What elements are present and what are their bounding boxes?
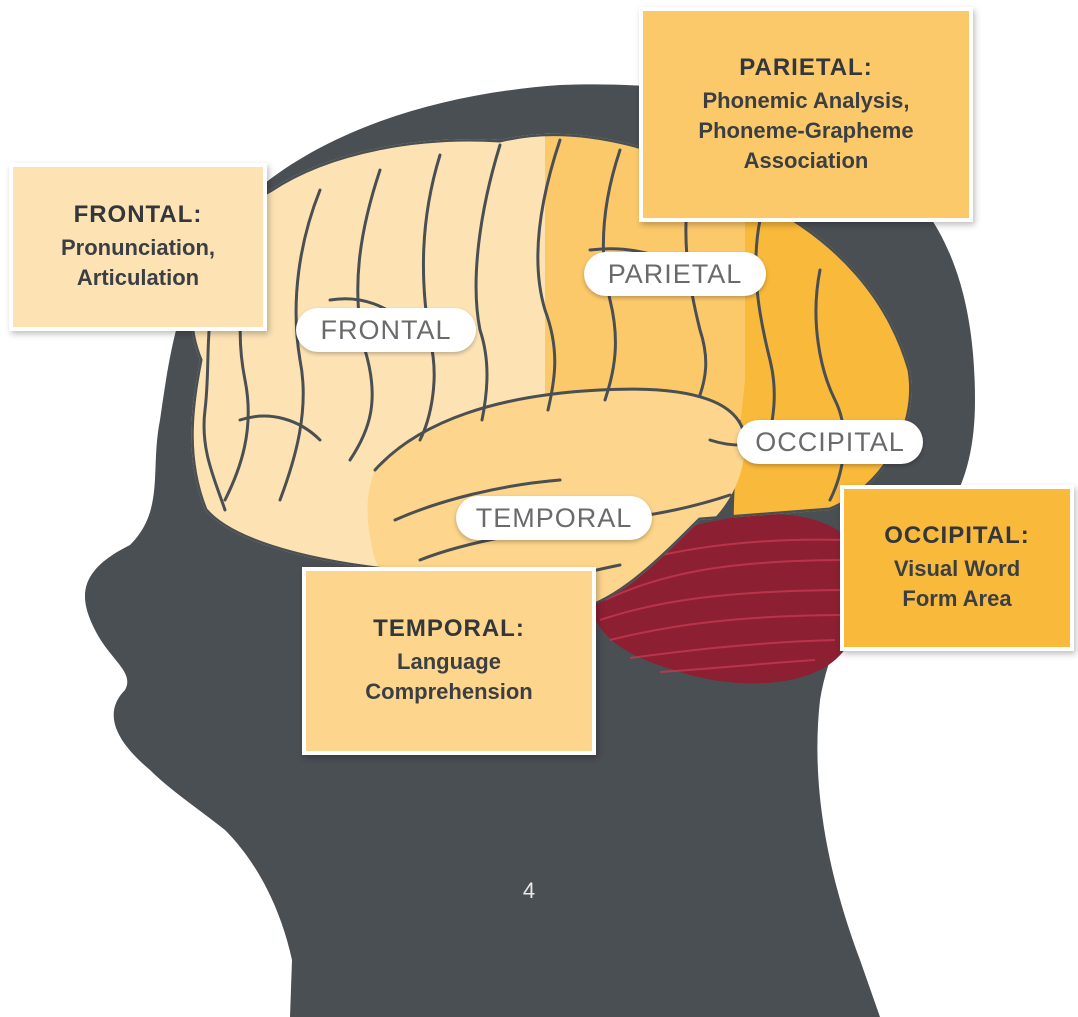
callout-occipital-heading: OCCIPITAL: xyxy=(884,522,1030,550)
callout-parietal-heading: PARIETAL: xyxy=(739,54,872,82)
label-frontal: FRONTAL xyxy=(296,308,476,352)
callout-occipital-text: Visual Word Form Area xyxy=(894,554,1020,614)
callout-temporal-heading: TEMPORAL: xyxy=(373,615,525,643)
callout-temporal: TEMPORAL: Language Comprehension xyxy=(302,567,596,755)
callout-frontal-heading: FRONTAL: xyxy=(74,201,203,229)
callout-parietal-text: Phonemic Analysis, Phoneme-Grapheme Asso… xyxy=(698,86,913,176)
page-number: 4 xyxy=(519,878,539,904)
callout-occipital: OCCIPITAL: Visual Word Form Area xyxy=(840,485,1074,651)
callout-frontal-text: Pronunciation, Articulation xyxy=(61,233,215,293)
label-temporal: TEMPORAL xyxy=(456,496,652,540)
callout-temporal-text: Language Comprehension xyxy=(365,647,532,707)
label-occipital: OCCIPITAL xyxy=(737,420,923,464)
label-parietal: PARIETAL xyxy=(584,252,766,296)
callout-parietal: PARIETAL: Phonemic Analysis, Phoneme-Gra… xyxy=(639,7,973,222)
callout-frontal: FRONTAL: Pronunciation, Articulation xyxy=(9,163,267,331)
